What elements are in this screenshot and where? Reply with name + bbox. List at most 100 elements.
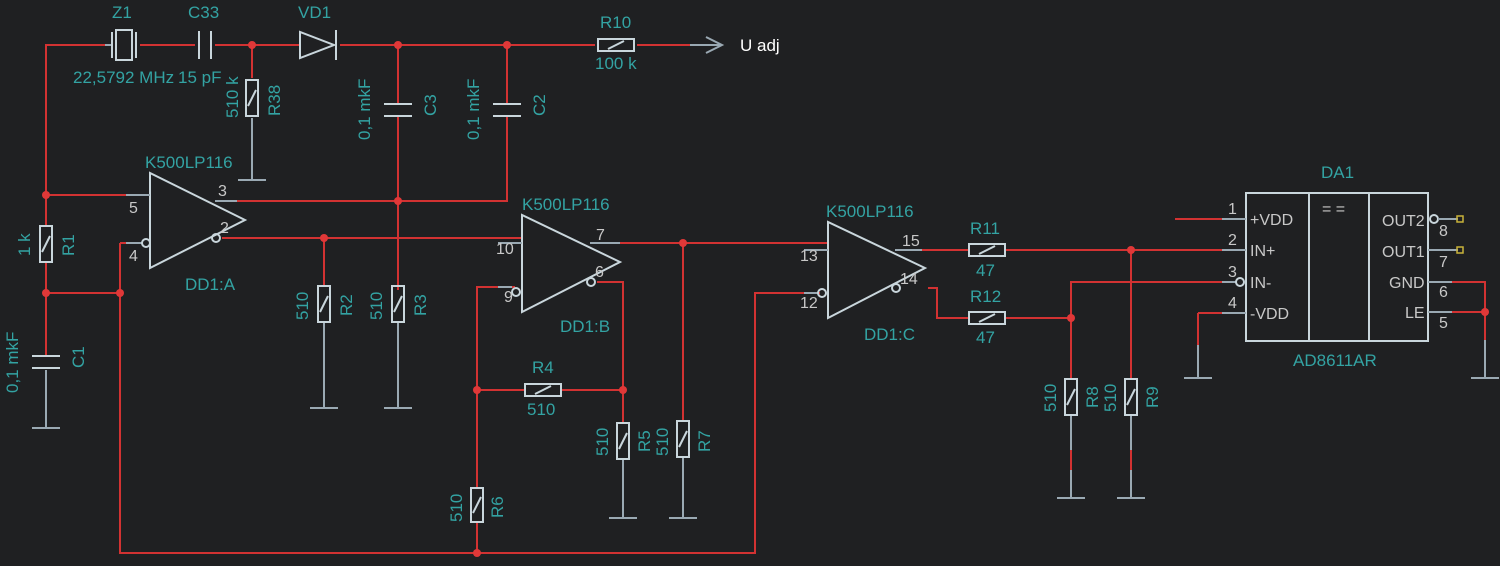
wire-pin14-r12	[928, 287, 968, 319]
wire-vdd-minus-gnd	[1184, 345, 1212, 379]
capacitor-c3[interactable]: 0,1 mkF C3	[355, 79, 440, 140]
gate-dd1b[interactable]: K500LP116 DD1:B 10 9 7 6	[496, 195, 623, 336]
r10-value: 100 k	[595, 54, 637, 73]
dd1c-pin14: 14	[900, 271, 918, 288]
wire-gnd-ground	[1471, 340, 1499, 379]
z1-ref: Z1	[112, 3, 132, 22]
resistor-r38[interactable]: 510 k R38	[223, 76, 284, 118]
junction-dot	[1127, 246, 1135, 254]
r9-value: 510	[1101, 384, 1120, 412]
da1-pin3-num: 3	[1228, 264, 1237, 281]
r38-ref: R38	[265, 85, 284, 116]
ic-da1[interactable]: DA1 AD8611AR = = 1 2 3 4 +VDD IN+ IN- -V…	[1222, 163, 1464, 370]
junction-dot	[619, 386, 627, 394]
da1-pin7-name: OUT1	[1382, 244, 1425, 261]
capacitor-c2[interactable]: 0,1 mkF C2	[464, 79, 549, 140]
resistor-r8[interactable]: 510 R8	[1041, 378, 1102, 416]
wire-pin9	[476, 286, 525, 391]
r8-value: 510	[1041, 384, 1060, 412]
resistor-r1[interactable]: 1 k R1	[15, 225, 78, 263]
r6-value: 510	[447, 494, 466, 522]
dd1b-pin6: 6	[595, 264, 604, 281]
junction-dot	[394, 41, 402, 49]
dd1c-pin12: 12	[800, 295, 818, 312]
r3-value: 510	[367, 292, 386, 320]
capacitor-c1[interactable]: 0,1 mkF C1	[3, 332, 88, 393]
crystal-z1[interactable]: Z1 22,5792 MHz	[73, 3, 174, 87]
resistor-r7[interactable]: 510 R7	[653, 420, 714, 458]
buffer-icon	[521, 213, 623, 314]
dd1c-pin15: 15	[902, 233, 920, 250]
c3-value: 0,1 mkF	[355, 79, 374, 140]
resistor-r12[interactable]: R12 47	[968, 287, 1006, 347]
da1-pin2-num: 2	[1228, 232, 1237, 249]
resistor-r9[interactable]: 510 R9	[1101, 378, 1162, 416]
da1-pin2-name: IN+	[1250, 243, 1275, 260]
resistor-r4[interactable]: R4 510	[524, 358, 562, 419]
resistor-r10[interactable]: R10 100 k	[595, 13, 637, 73]
r2-value: 510	[293, 292, 312, 320]
buffer-icon	[827, 220, 928, 320]
r3-ref: R3	[411, 294, 430, 316]
wire-gnd-pin	[1428, 281, 1486, 312]
junction-dot	[116, 289, 124, 297]
resistor-r2[interactable]: 510 R2	[293, 285, 356, 323]
da1-pin6-name: GND	[1389, 275, 1425, 292]
junction-dot	[503, 41, 511, 49]
buffer-icon	[149, 171, 248, 270]
r1-ref: R1	[59, 234, 78, 256]
junction-dot	[42, 289, 50, 297]
arrow-icon	[705, 36, 725, 54]
da1-pin6-num: 6	[1439, 284, 1448, 301]
diode-vd1[interactable]: VD1	[298, 3, 337, 60]
z1-value: 22,5792 MHz	[73, 68, 174, 87]
dd1b-pin7: 7	[596, 227, 605, 244]
c2-value: 0,1 mkF	[464, 79, 483, 140]
net-label-uadj: U adj	[740, 36, 780, 55]
da1-pin4-num: 4	[1228, 295, 1237, 312]
resistor-r5[interactable]: 510 R5	[593, 422, 654, 460]
wire-r3-gnd	[384, 323, 412, 409]
r38-value: 510 k	[223, 76, 242, 118]
r7-ref: R7	[695, 430, 714, 452]
wire-r1-bottom	[45, 263, 120, 294]
da1-pin8-name: OUT2	[1382, 213, 1425, 230]
dd1b-part: K500LP116	[522, 195, 610, 214]
da1-pin1-num: 1	[1228, 201, 1237, 218]
junction-dot	[1067, 314, 1075, 322]
da1-pin7-num: 7	[1439, 254, 1448, 271]
junction-dot	[42, 191, 50, 199]
wire-r9-gnd	[1117, 470, 1145, 499]
r8-ref: R8	[1083, 386, 1102, 408]
r11-value: 47	[976, 261, 995, 280]
resistor-r11[interactable]: R11 47	[968, 219, 1006, 280]
r1-value: 1 k	[15, 233, 34, 256]
dd1a-pin3: 3	[218, 183, 227, 200]
da1-pin1-name: +VDD	[1250, 212, 1293, 229]
r4-value: 510	[527, 400, 555, 419]
wire-r5-gnd	[609, 460, 637, 519]
r4-ref: R4	[532, 358, 554, 377]
r11-ref: R11	[970, 219, 1000, 238]
dd1c-ref: DD1:C	[864, 325, 915, 344]
resistor-r6[interactable]: 510 R6	[447, 487, 507, 523]
gate-dd1a[interactable]: K500LP116 DD1:A 5 4 3 2	[126, 153, 248, 294]
dd1c-pin13: 13	[800, 248, 818, 265]
junction-dot	[248, 41, 256, 49]
wire-c1-gnd	[32, 370, 60, 429]
dd1a-part: K500LP116	[145, 153, 233, 172]
capacitor-c33[interactable]: C33 15 pF	[178, 3, 221, 87]
wire-bottom-loop	[119, 243, 820, 554]
wire-r38-gnd	[238, 118, 266, 181]
da1-pin3-name: IN-	[1250, 275, 1271, 292]
gate-dd1c[interactable]: K500LP116 DD1:C 13 12 15 14	[800, 202, 928, 344]
dd1b-pin9: 9	[504, 289, 513, 306]
r6-ref: R6	[488, 496, 507, 518]
resistor-r3[interactable]: 510 R3	[367, 285, 430, 323]
dd1c-part: K500LP116	[826, 202, 914, 221]
junction-dot	[473, 549, 481, 557]
r5-ref: R5	[635, 430, 654, 452]
dd1a-ref: DD1:A	[185, 275, 236, 294]
